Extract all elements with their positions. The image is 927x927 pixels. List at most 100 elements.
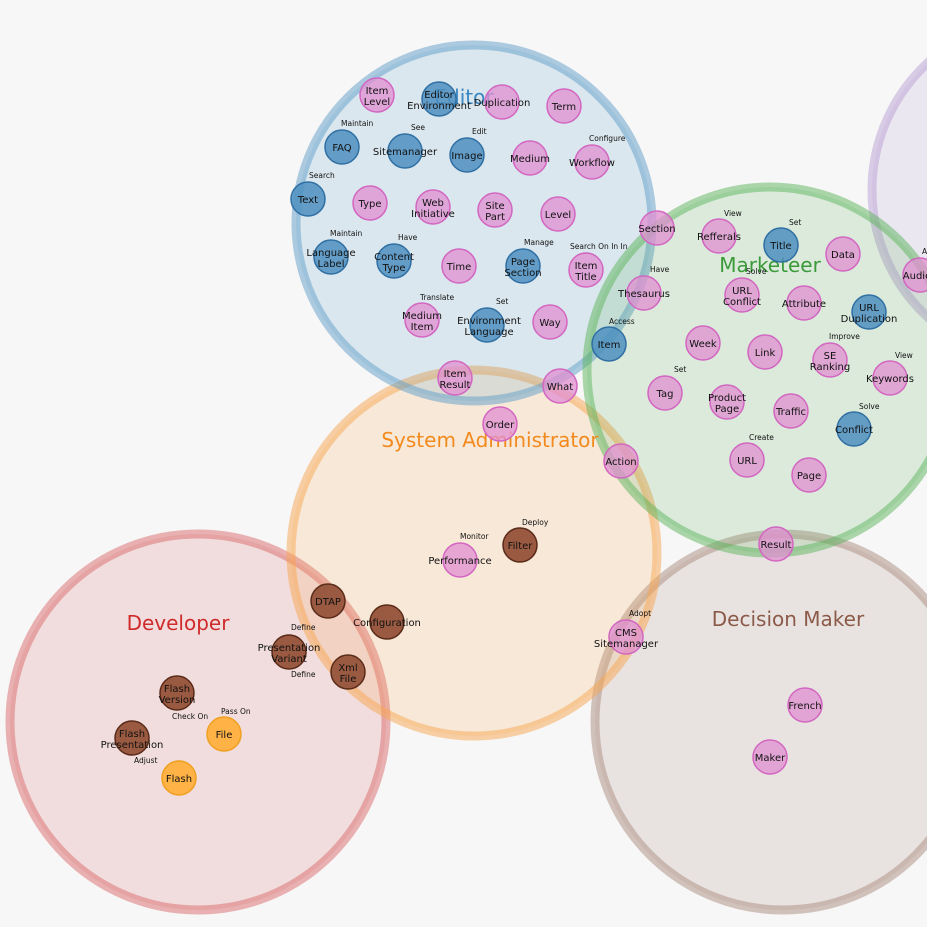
concept-node[interactable] — [376, 243, 412, 279]
concept-node[interactable] — [324, 129, 360, 165]
concept-node[interactable] — [763, 227, 799, 263]
concept-node[interactable] — [752, 739, 788, 775]
concept-node[interactable] — [758, 526, 794, 562]
concept-node[interactable] — [532, 304, 568, 340]
concept-node[interactable] — [313, 239, 349, 275]
node-label: Audie — [903, 271, 927, 282]
concept-node[interactable] — [502, 527, 538, 563]
concept-node[interactable] — [791, 457, 827, 493]
concept-node[interactable] — [773, 393, 809, 429]
verb-label: Define — [291, 623, 316, 632]
concept-node[interactable] — [568, 252, 604, 288]
concept-node[interactable] — [477, 192, 513, 228]
verb-label: Configure — [589, 134, 626, 143]
verb-label: Solve — [859, 402, 880, 411]
node-label: Workflow — [569, 158, 615, 169]
concept-node[interactable] — [484, 84, 520, 120]
concept-node[interactable] — [647, 375, 683, 411]
verb-label: Deploy — [522, 518, 549, 527]
concept-node[interactable] — [442, 542, 478, 578]
concept-node[interactable] — [786, 285, 822, 321]
concept-node[interactable] — [902, 257, 927, 293]
concept-node[interactable] — [404, 302, 440, 338]
concept-node[interactable] — [114, 720, 150, 756]
concept-node[interactable] — [825, 236, 861, 272]
concept-node[interactable] — [639, 210, 675, 246]
verb-labels-layer: Maintain See Edit Configure Search Maint… — [134, 119, 927, 765]
verb-label: View — [724, 209, 742, 218]
concept-node[interactable] — [626, 275, 662, 311]
node-label: Level — [545, 210, 571, 221]
node-label: Time — [446, 262, 471, 273]
verb-label: Set — [789, 218, 801, 227]
concept-node[interactable] — [359, 77, 395, 113]
verb-label: Check On — [172, 712, 208, 721]
concept-node[interactable] — [387, 133, 423, 169]
concept-node[interactable] — [437, 360, 473, 396]
concept-node[interactable] — [685, 325, 721, 361]
concept-node[interactable] — [290, 181, 326, 217]
verb-label: Have — [398, 233, 418, 242]
concept-node[interactable] — [851, 294, 887, 330]
verb-label: Define — [291, 670, 316, 679]
concept-node[interactable] — [542, 368, 578, 404]
concept-node[interactable] — [330, 654, 366, 690]
verb-label: Adopt — [629, 609, 651, 618]
node-label: Way — [539, 318, 560, 329]
concept-node[interactable] — [271, 634, 307, 670]
concept-node[interactable] — [441, 248, 477, 284]
concept-node[interactable] — [161, 760, 197, 796]
concept-node[interactable] — [574, 144, 610, 180]
node-label: Image — [451, 151, 482, 162]
verb-label: Search On In In — [570, 242, 628, 251]
node-label: Configuration — [353, 618, 421, 629]
concept-node[interactable] — [159, 675, 195, 711]
concept-node[interactable] — [546, 88, 582, 124]
concept-node[interactable] — [591, 326, 627, 362]
node-label: Page — [797, 471, 821, 482]
concept-node[interactable] — [310, 583, 346, 619]
node-label: Tag — [656, 389, 674, 400]
concept-node[interactable] — [787, 687, 823, 723]
node-label: File — [216, 730, 233, 741]
verb-label: Solve — [746, 267, 767, 276]
concept-node[interactable] — [747, 334, 783, 370]
node-label: Attribute — [782, 299, 826, 310]
node-label: Duplication — [474, 98, 531, 109]
node-label: DTAP — [315, 597, 341, 608]
concept-node[interactable] — [540, 196, 576, 232]
concept-node[interactable] — [812, 342, 848, 378]
concept-node[interactable] — [512, 140, 548, 176]
concept-node[interactable] — [505, 248, 541, 284]
concept-node[interactable] — [701, 218, 737, 254]
concept-node[interactable] — [608, 619, 644, 655]
concept-node[interactable] — [836, 411, 872, 447]
concept-node[interactable] — [415, 189, 451, 225]
concept-node[interactable] — [729, 442, 765, 478]
verb-label: Monitor — [460, 532, 489, 541]
concept-node[interactable] — [352, 185, 388, 221]
concept-node[interactable] — [724, 277, 760, 313]
node-label: Filter — [508, 541, 534, 552]
concept-node[interactable] — [449, 137, 485, 173]
concept-node[interactable] — [709, 384, 745, 420]
concept-node[interactable] — [369, 604, 405, 640]
concept-node[interactable] — [482, 406, 518, 442]
role-label-developer: Developer — [127, 611, 231, 635]
verb-label: Set — [496, 297, 508, 306]
concept-node[interactable] — [421, 81, 457, 117]
concept-node[interactable] — [469, 307, 505, 343]
concept-node[interactable] — [206, 716, 242, 752]
verb-label: Edit — [472, 127, 487, 136]
concept-node[interactable] — [872, 360, 908, 396]
concept-node[interactable] — [603, 443, 639, 479]
node-label: Result — [761, 540, 792, 551]
